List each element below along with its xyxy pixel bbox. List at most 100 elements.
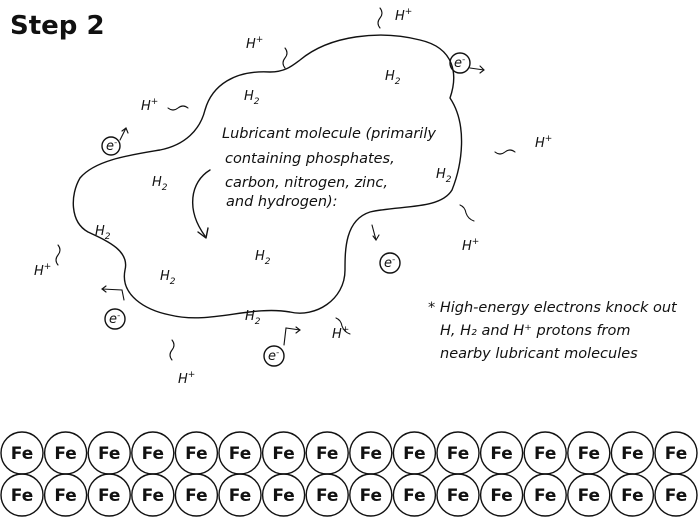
iron-atom-label: Fe	[54, 444, 76, 464]
iron-atom-circle	[436, 473, 480, 517]
iron-atom-label: Fe	[360, 486, 382, 506]
iron-atom-label: Fe	[316, 486, 338, 506]
electron-arrow-head	[295, 326, 301, 334]
iron-atom-circle	[43, 473, 88, 517]
electron: e-	[371, 224, 401, 274]
iron-atom-label: Fe	[621, 486, 643, 506]
iron-atom-circle	[0, 473, 44, 517]
iron-atom-label: Fe	[272, 444, 294, 464]
electron-circle	[263, 345, 285, 367]
iron-atom-label: Fe	[447, 444, 469, 464]
iron-atom-label: Fe	[490, 486, 512, 506]
iron-atom-label: Fe	[534, 444, 556, 464]
iron-atom-label: Fe	[360, 444, 382, 464]
molecule-text-line-4: and hydrogen):	[226, 194, 338, 210]
iron-atom: Fe	[349, 431, 393, 475]
iron-atom-circle	[218, 473, 262, 517]
iron-atom-label: Fe	[665, 444, 687, 464]
electron-circle	[101, 136, 121, 156]
electron-circle	[449, 52, 471, 74]
iron-atom: Fe	[479, 431, 524, 475]
h2-label: H2	[245, 309, 261, 327]
electron-arrow	[101, 288, 125, 301]
iron-atom: Fe	[261, 431, 306, 475]
iron-atom-label: Fe	[447, 486, 469, 506]
iron-atom: Fe	[654, 473, 698, 517]
h2-label: H2	[152, 175, 168, 193]
iron-atom: Fe	[174, 431, 219, 475]
electron-arrow-head	[372, 234, 380, 241]
molecule-curved-arrow-head	[197, 227, 209, 239]
electron-arrow	[283, 327, 301, 346]
h2-label: H2	[95, 224, 111, 242]
iron-atom-label: Fe	[665, 486, 687, 506]
electron-label: e-	[106, 138, 117, 154]
iron-atom-label: Fe	[403, 444, 425, 464]
iron-atom: Fe	[392, 473, 437, 517]
diagram-title: Step 2	[10, 11, 105, 41]
iron-atom: Fe	[131, 473, 175, 517]
iron-atom-circle	[479, 473, 524, 517]
electron-arrow	[469, 67, 485, 71]
iron-atom: Fe	[87, 473, 131, 517]
electron-label: e-	[384, 255, 395, 271]
iron-atom-label: Fe	[229, 486, 251, 506]
squiggle	[335, 317, 351, 335]
squiggle	[377, 7, 383, 29]
electron-arrow-head	[479, 65, 485, 74]
electron: e-	[101, 127, 129, 156]
electron-arrow-head	[121, 127, 129, 134]
iron-atom-label: Fe	[578, 444, 600, 464]
squiggle	[55, 244, 61, 266]
note-line-3: nearby lubricant molecules	[440, 346, 638, 362]
iron-atom-label: Fe	[11, 486, 33, 506]
electron: e-	[449, 52, 485, 74]
iron-atom-label: Fe	[142, 486, 164, 506]
h2-label: H2	[255, 249, 271, 267]
iron-atom-circle	[349, 473, 393, 517]
iron-atom: Fe	[0, 473, 44, 517]
iron-atom-label: Fe	[185, 444, 207, 464]
hplus-label: H+	[462, 237, 479, 254]
iron-atom: Fe	[567, 431, 611, 475]
hplus-label: H+	[34, 262, 51, 279]
iron-atom-circle	[567, 473, 611, 517]
h2-labels: H2 H2 H2 H2 H2 H2 H2 H2	[95, 69, 452, 327]
iron-atom-label: Fe	[98, 486, 120, 506]
iron-atom-label: Fe	[316, 444, 338, 464]
iron-atom-label: Fe	[11, 444, 33, 464]
iron-atom: Fe	[43, 473, 88, 517]
iron-atom-label: Fe	[185, 486, 207, 506]
iron-atom-label: Fe	[98, 444, 120, 464]
iron-atom: Fe	[261, 473, 306, 517]
iron-atom-label: Fe	[54, 486, 76, 506]
iron-atom: Fe	[610, 473, 655, 517]
hplus-label: H+	[535, 134, 552, 151]
h2-label: H2	[160, 269, 176, 287]
iron-atom-circle	[392, 473, 437, 517]
iron-atom-label: Fe	[490, 444, 512, 464]
electron-circle	[379, 252, 401, 274]
iron-atom-label: Fe	[621, 444, 643, 464]
iron-atom-label: Fe	[578, 486, 600, 506]
iron-atom: Fe	[87, 431, 131, 475]
iron-atom: Fe	[0, 431, 44, 475]
side-note: * High-energy electrons knock out H, H₂ …	[428, 300, 678, 362]
iron-atom: Fe	[131, 431, 175, 475]
electron-circle	[104, 308, 126, 330]
squiggle	[459, 204, 475, 222]
motion-squiggles	[55, 7, 516, 361]
squiggle	[169, 339, 175, 361]
iron-atom: Fe	[174, 473, 219, 517]
note-line-1: * High-energy electrons knock out	[428, 300, 678, 316]
iron-atom: Fe	[218, 473, 262, 517]
electron-label: e-	[268, 348, 279, 364]
note-line-2: H, H₂ and H⁺ protons from	[440, 323, 631, 339]
lubricant-molecule-outline	[72, 34, 463, 319]
squiggle	[494, 149, 516, 155]
iron-atom: Fe	[479, 473, 524, 517]
squiggle	[282, 47, 288, 69]
iron-atom: Fe	[305, 431, 349, 475]
iron-atom-label: Fe	[534, 486, 556, 506]
